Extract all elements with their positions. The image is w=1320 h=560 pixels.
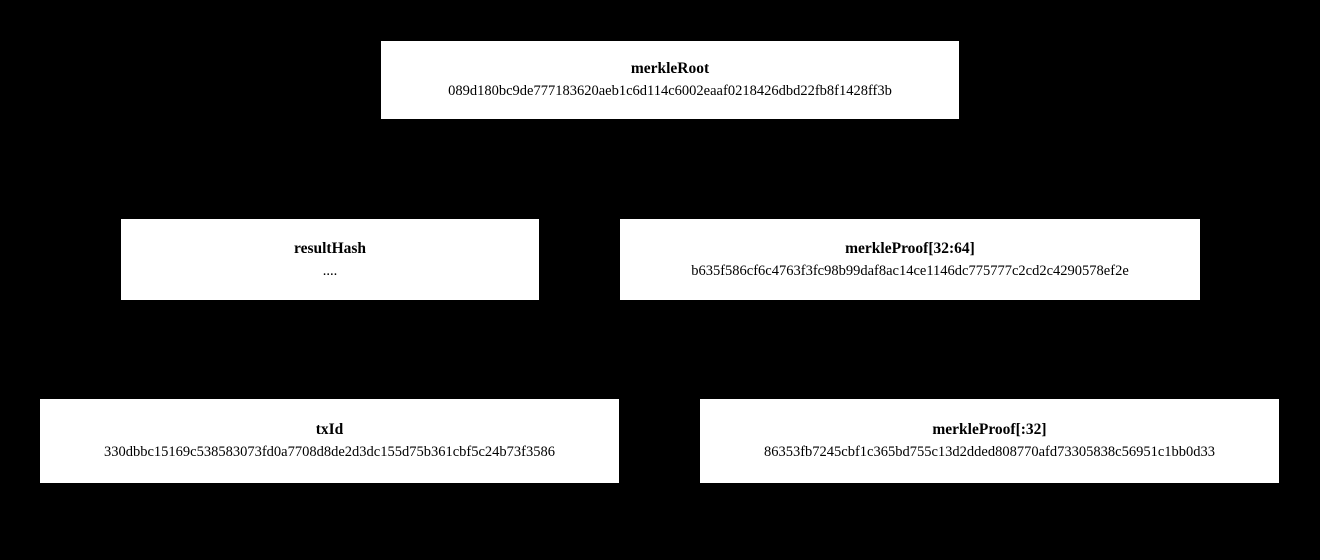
node-merkle-proof-lo-value: 86353fb7245cbf1c365bd755c13d2dded808770a…: [763, 444, 1216, 460]
node-merkle-proof-lo[interactable]: merkleProof[:32] 86353fb7245cbf1c365bd75…: [700, 399, 1279, 483]
node-tx-id[interactable]: txId 330dbbc15169c538583073fd0a7708d8de2…: [40, 399, 619, 483]
node-merkle-proof-hi-title: merkleProof[32:64]: [845, 239, 975, 257]
node-merkle-proof-hi-value: b635f586cf6c4763f3fc98b99daf8ac14ce1146d…: [691, 262, 1129, 279]
node-result-hash-value: ....: [322, 262, 338, 279]
node-tx-id-value: 330dbbc15169c538583073fd0a7708d8de2d3dc1…: [103, 444, 556, 460]
node-result-hash-title: resultHash: [293, 239, 367, 257]
node-merkle-proof-lo-title: merkleProof[:32]: [932, 421, 1047, 438]
node-result-hash[interactable]: resultHash ....: [121, 219, 539, 300]
node-merkle-proof-hi[interactable]: merkleProof[32:64] b635f586cf6c4763f3fc9…: [620, 219, 1200, 300]
node-merkle-root-title: merkleRoot: [630, 60, 710, 77]
node-tx-id-title: txId: [315, 421, 344, 438]
node-merkle-root-value: 089d180bc9de777183620aeb1c6d114c6002eaaf…: [448, 83, 892, 99]
node-merkle-root[interactable]: merkleRoot 089d180bc9de777183620aeb1c6d1…: [381, 41, 959, 119]
